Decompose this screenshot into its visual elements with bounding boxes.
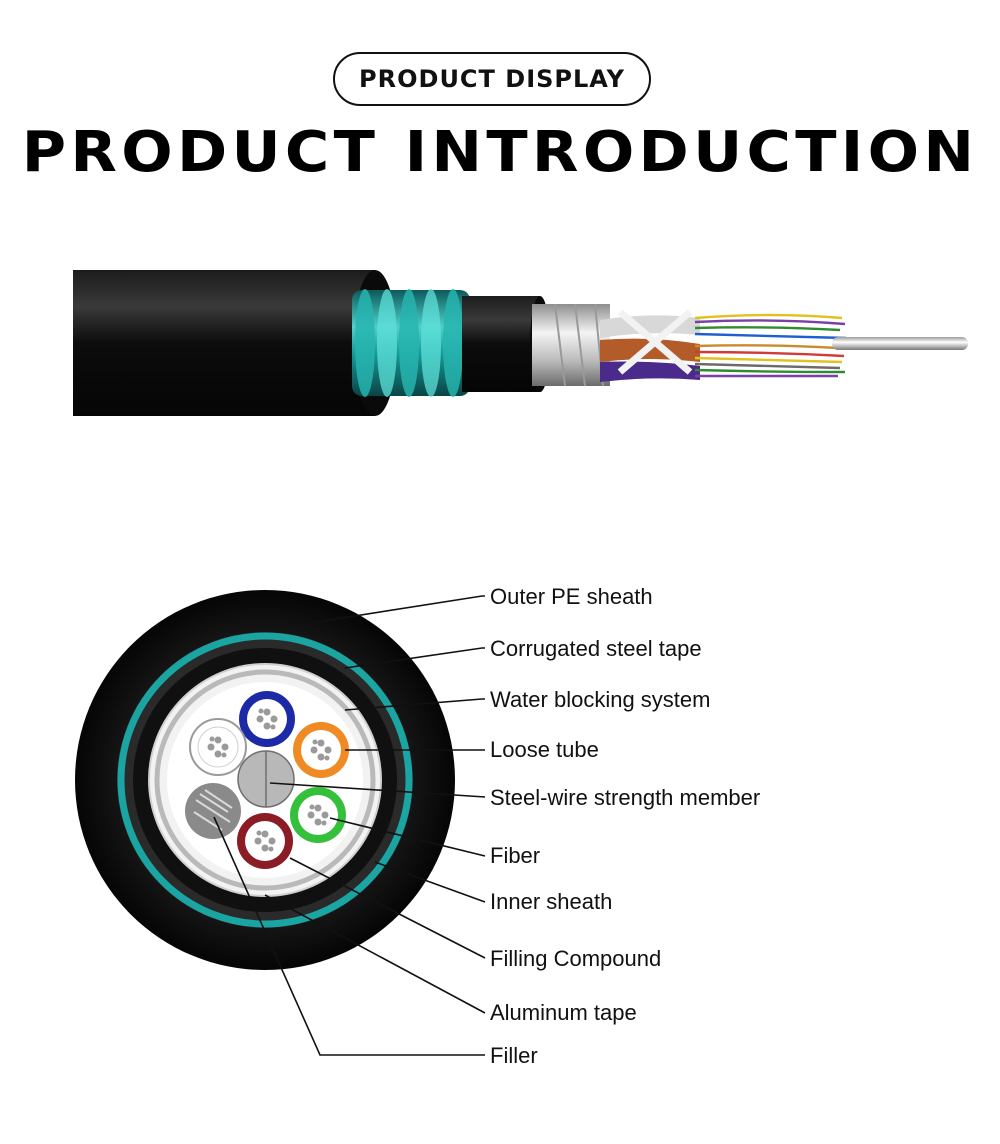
leader-corrugated-steel-tape <box>344 647 485 669</box>
fibers <box>694 313 847 378</box>
aluminum-tape-section <box>532 304 610 386</box>
corrugated-tape-section <box>352 289 470 397</box>
strength-member-rod <box>832 337 968 350</box>
leader-lines <box>213 595 486 1056</box>
leader-filler <box>213 816 485 1056</box>
diagram-labels: Outer PE sheath Corrugated steel tape Wa… <box>490 584 760 1068</box>
leader-steel-wire-strength-member <box>269 782 486 798</box>
loose-tubes-section <box>600 309 700 382</box>
outer-sheath-body <box>73 270 384 416</box>
loose-tube-orange <box>293 722 349 778</box>
filler-rod <box>185 783 241 839</box>
label-inner-sheath: Inner sheath <box>490 889 612 914</box>
inner-sheath-body <box>462 296 540 392</box>
product-display-badge: PRODUCT DISPLAY <box>333 52 651 106</box>
label-outer-pe-sheath: Outer PE sheath <box>490 584 653 609</box>
loose-tube-white <box>189 718 247 776</box>
central-strength-member <box>237 750 295 808</box>
leader-aluminum-tape <box>264 894 486 1014</box>
corrugated-steel-tape <box>117 632 413 928</box>
label-filling-compound: Filling Compound <box>490 946 661 971</box>
label-loose-tube: Loose tube <box>490 737 599 762</box>
aluminum-tape <box>154 669 376 891</box>
label-steel-wire-strength-member: Steel-wire strength member <box>490 785 760 810</box>
label-water-blocking-system: Water blocking system <box>490 687 710 712</box>
fiber-dots <box>207 708 332 852</box>
label-corrugated-steel-tape: Corrugated steel tape <box>490 636 702 661</box>
cable-cross-section <box>75 590 455 970</box>
leader-water-blocking-system <box>344 698 485 711</box>
leader-inner-sheath <box>374 861 486 903</box>
page-title: PRODUCT INTRODUCTION <box>21 120 979 185</box>
leader-filling-compound <box>289 857 486 959</box>
loose-tube-red <box>237 813 293 869</box>
label-fiber: Fiber <box>490 843 540 868</box>
label-aluminum-tape: Aluminum tape <box>490 1000 637 1025</box>
loose-tube-green <box>290 787 346 843</box>
cable-photo <box>73 270 968 416</box>
leader-fiber <box>329 817 486 857</box>
leader-outer-pe-sheath <box>309 595 485 624</box>
label-filler: Filler <box>490 1043 538 1068</box>
loose-tube-blue <box>239 691 295 747</box>
